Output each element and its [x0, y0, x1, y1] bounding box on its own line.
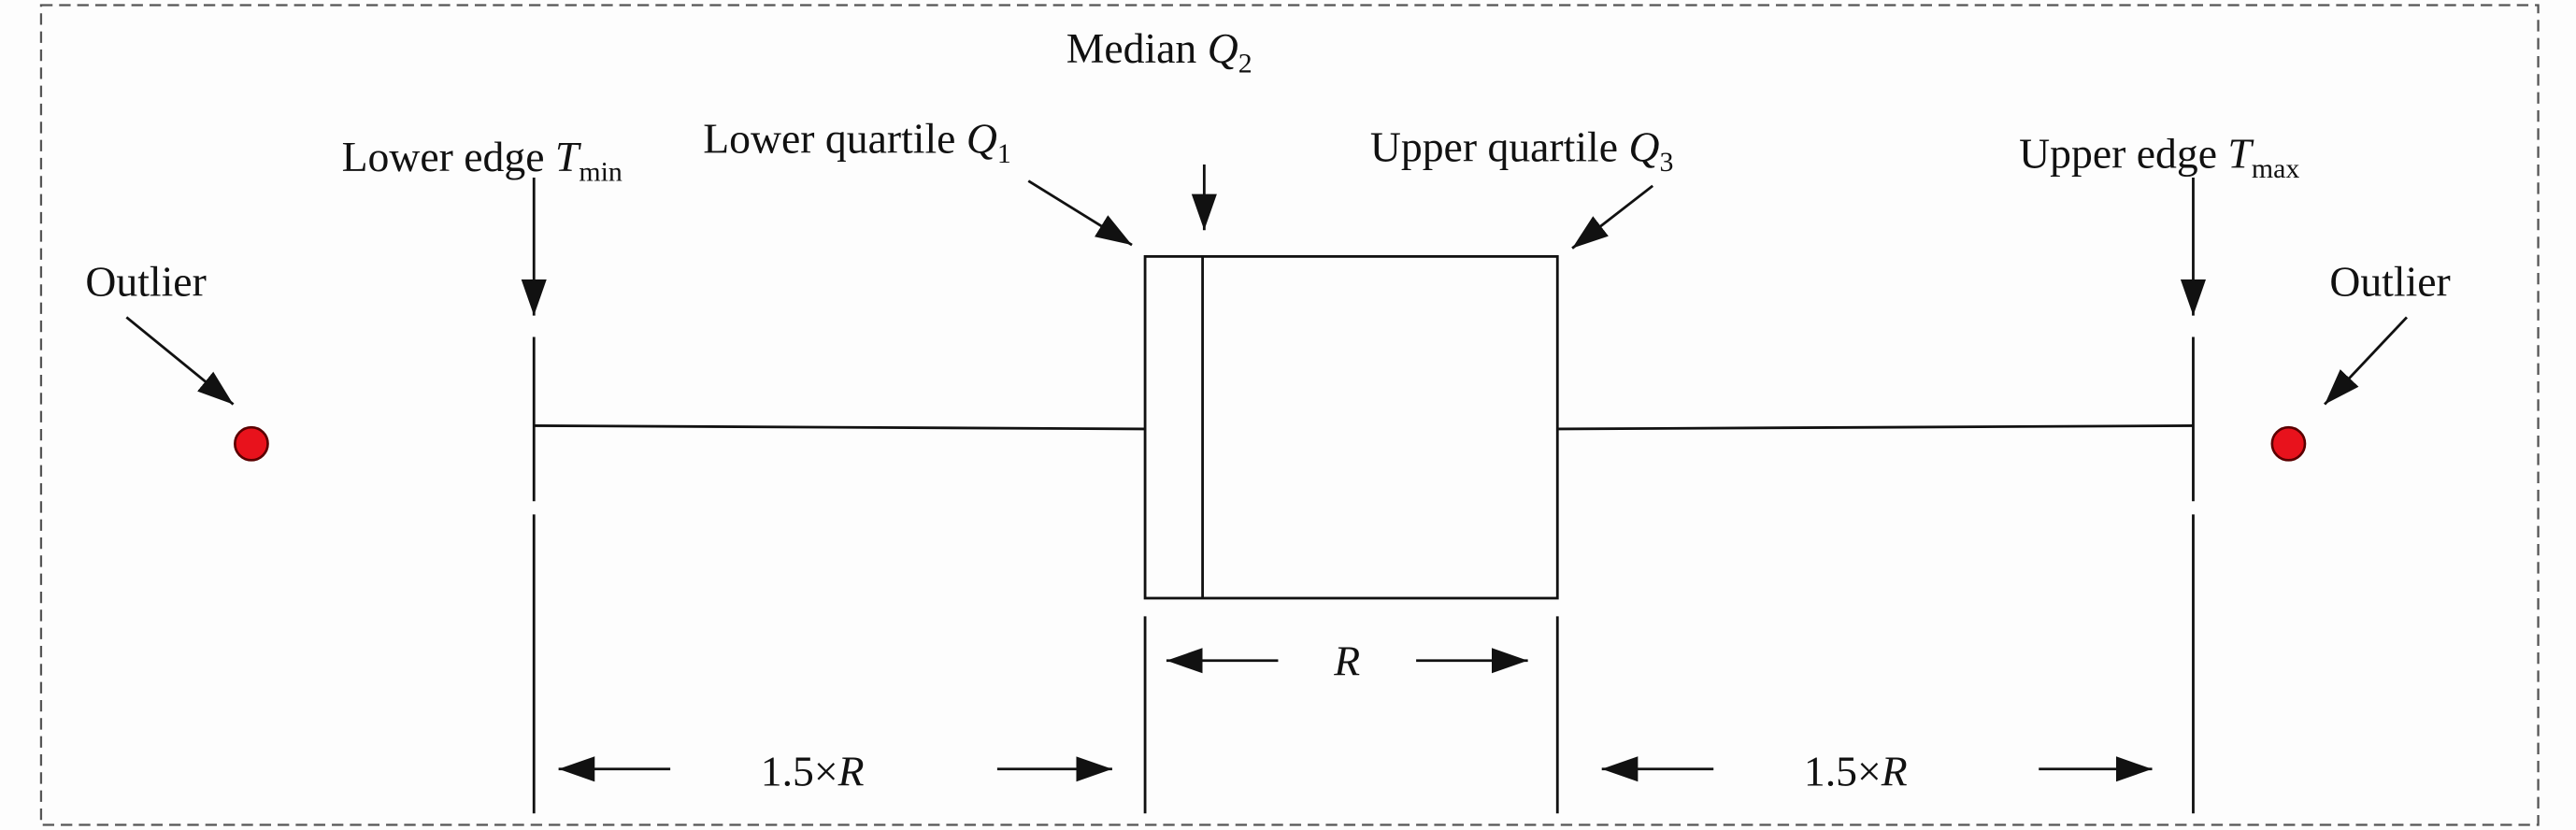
outlier-right-arrow [2324, 316, 2408, 406]
outlier-right-label: Outlier [2329, 258, 2450, 306]
whisker-right-label: 1.5×R [1804, 747, 1908, 794]
left-whisker [534, 424, 1146, 431]
outlier-left-label: Outlier [85, 258, 206, 306]
lower-edge-label: Lower edge Tmin [342, 133, 623, 188]
outlier-left-point [234, 425, 269, 462]
upper-edge-label: Upper edge Tmax [2019, 129, 2299, 184]
lower-quartile-arrow [1027, 179, 1133, 247]
right-whisker [1557, 424, 2194, 431]
range-label: R [1333, 637, 1360, 685]
lower-quartile-label: Lower quartile Q1 [703, 115, 1011, 170]
iqr-box [1143, 254, 1559, 600]
median-label: Median Q2 [1066, 24, 1252, 79]
upper-quartile-label: Upper quartile Q3 [1370, 122, 1673, 178]
whisker-left-label: 1.5×R [761, 747, 865, 794]
dashed-border [39, 4, 2540, 826]
outlier-left-arrow [125, 316, 235, 406]
upper-quartile-arrow [1571, 184, 1654, 250]
outlier-right-point [2270, 425, 2307, 462]
